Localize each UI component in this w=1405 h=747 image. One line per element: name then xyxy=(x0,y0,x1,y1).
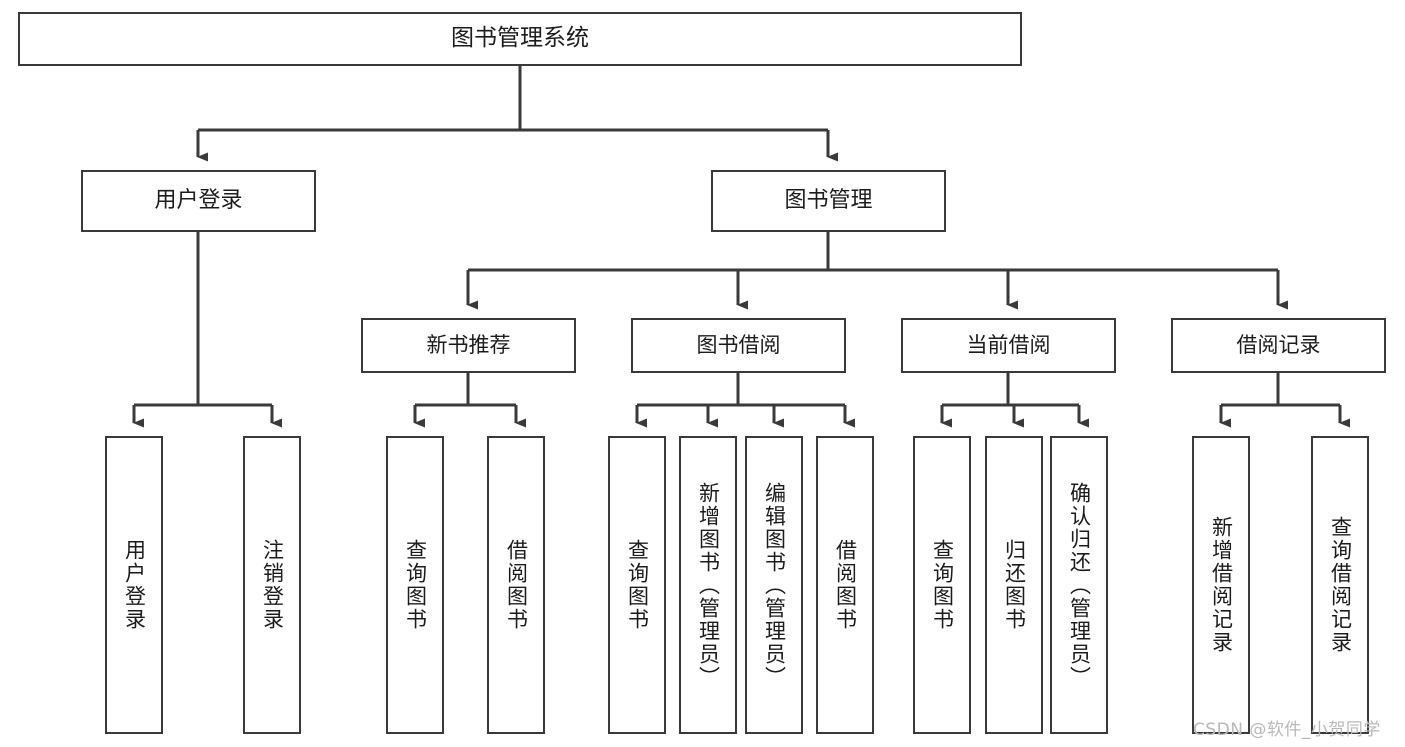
node-leaf-borrow-book-2[interactable]: 借阅图书 xyxy=(816,436,874,734)
node-label: 借阅图书 xyxy=(833,539,858,631)
node-label: 查询借阅记录 xyxy=(1328,516,1353,654)
node-label: 用户登录 xyxy=(122,539,147,631)
node-leaf-logout[interactable]: 注销登录 xyxy=(243,436,301,734)
node-label: 图书管理系统 xyxy=(451,25,589,52)
node-leaf-add-book[interactable]: 新增图书（管理员） xyxy=(679,436,737,734)
node-label: 归还图书 xyxy=(1002,539,1027,631)
node-leaf-query-book-2[interactable]: 查询图书 xyxy=(608,436,666,734)
node-label: 借阅图书 xyxy=(504,539,529,631)
node-book-manage[interactable]: 图书管理 xyxy=(711,170,946,232)
node-label: 查询图书 xyxy=(625,539,650,631)
node-label: 查询图书 xyxy=(930,539,955,631)
node-leaf-confirm-return[interactable]: 确认归还（管理员） xyxy=(1050,436,1108,734)
node-borrow-record[interactable]: 借阅记录 xyxy=(1171,318,1386,373)
node-leaf-borrow-book-1[interactable]: 借阅图书 xyxy=(487,436,545,734)
node-leaf-query-book-3[interactable]: 查询图书 xyxy=(913,436,971,734)
node-label: 当前借阅 xyxy=(966,333,1051,358)
node-label: 图书管理 xyxy=(784,188,873,214)
node-label: 确认归还（管理员） xyxy=(1067,481,1092,689)
node-leaf-user-login[interactable]: 用户登录 xyxy=(105,436,163,734)
node-label: 注销登录 xyxy=(260,539,285,631)
node-label: 查询图书 xyxy=(403,539,428,631)
node-current-borrow[interactable]: 当前借阅 xyxy=(901,318,1116,373)
node-book-borrow[interactable]: 图书借阅 xyxy=(631,318,846,373)
node-user-login[interactable]: 用户登录 xyxy=(81,170,316,232)
node-root-system[interactable]: 图书管理系统 xyxy=(18,12,1022,66)
node-label: 新增借阅记录 xyxy=(1209,516,1234,654)
node-leaf-add-record[interactable]: 新增借阅记录 xyxy=(1192,436,1250,734)
node-leaf-query-book-1[interactable]: 查询图书 xyxy=(386,436,444,734)
node-label: 借阅记录 xyxy=(1236,333,1321,358)
node-leaf-edit-book[interactable]: 编辑图书（管理员） xyxy=(745,436,803,734)
node-label: 新书推荐 xyxy=(426,333,511,358)
node-label: 图书借阅 xyxy=(696,333,781,358)
node-label: 新增图书（管理员） xyxy=(696,481,721,689)
node-leaf-query-record[interactable]: 查询借阅记录 xyxy=(1311,436,1369,734)
node-leaf-return-book[interactable]: 归还图书 xyxy=(985,436,1043,734)
node-new-book-recommend[interactable]: 新书推荐 xyxy=(361,318,576,373)
node-label: 用户登录 xyxy=(154,188,243,214)
node-label: 编辑图书（管理员） xyxy=(762,481,787,689)
